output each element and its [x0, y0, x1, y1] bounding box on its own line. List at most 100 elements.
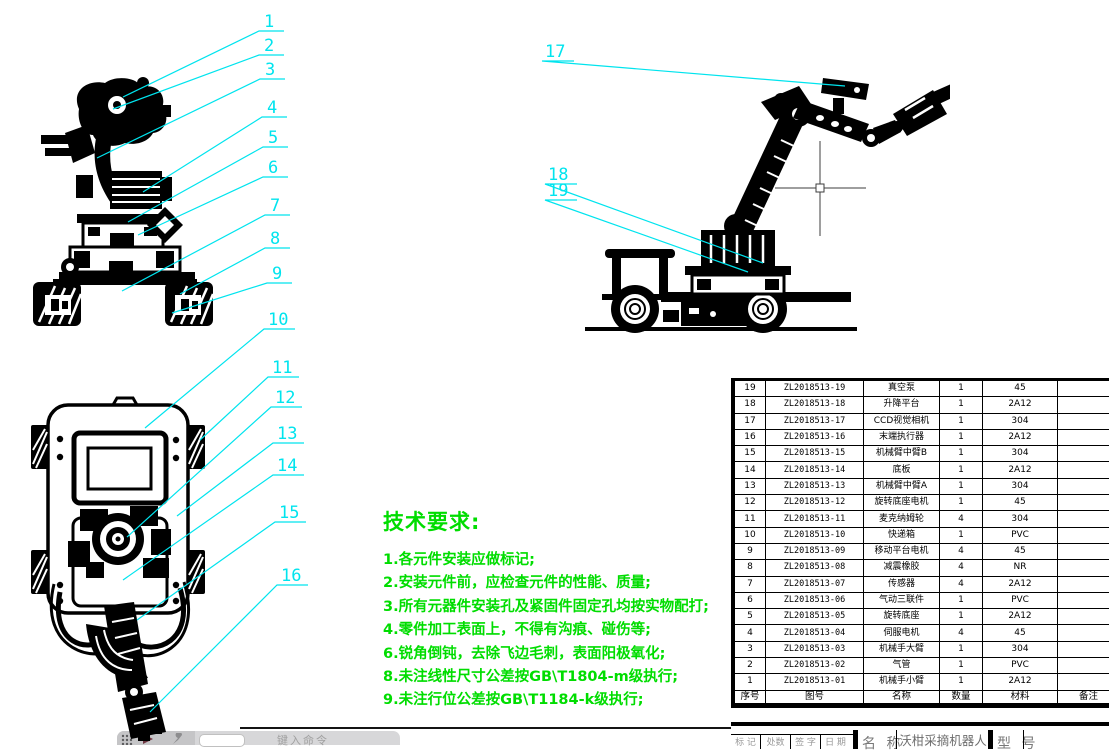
table-cell: 2A12 — [983, 397, 1058, 413]
table-cell — [1058, 658, 1109, 674]
table-cell: 2A12 — [983, 462, 1058, 478]
tech-requirements-title: 技术要求: — [383, 506, 728, 536]
callout-label: 1 — [264, 12, 274, 32]
table-cell: 1 — [940, 446, 983, 462]
header-cell: 图号 — [766, 690, 864, 705]
callout-label: 14 — [277, 456, 297, 476]
table-cell: 4 — [940, 625, 983, 641]
table-cell: ZL2018513-14 — [766, 462, 864, 478]
table-cell — [1058, 413, 1109, 429]
revision-label: 标 记 — [731, 735, 761, 749]
table-cell: ZL2018513-16 — [766, 429, 864, 445]
table-cell: 5 — [733, 609, 766, 625]
table-cell: 7 — [733, 576, 766, 592]
table-cell: 2A12 — [983, 609, 1058, 625]
callout-label: 12 — [275, 388, 295, 408]
header-cell: 名称 — [864, 690, 940, 705]
table-cell: 15 — [733, 446, 766, 462]
table-cell: ZL2018513-13 — [766, 478, 864, 494]
upper-arm — [793, 100, 869, 142]
table-cell: 1 — [733, 674, 766, 690]
callout-label: 8 — [270, 229, 280, 249]
callout-label: 6 — [268, 158, 278, 178]
table-cell: PVC — [983, 527, 1058, 543]
table-cell: 14 — [733, 462, 766, 478]
table-cell: 4 — [940, 560, 983, 576]
table-cell: 45 — [983, 625, 1058, 641]
table-cell: 9 — [733, 543, 766, 559]
table-cell: 304 — [983, 641, 1058, 657]
header-cell: 序号 — [733, 690, 766, 705]
table-cell — [1058, 543, 1109, 559]
table-cell — [1058, 674, 1109, 690]
tech-requirement-item: 1.各元件安装应做标记; — [383, 549, 728, 572]
table-cell — [1058, 478, 1109, 494]
callout-label: 13 — [277, 424, 297, 444]
callout-label: 16 — [281, 566, 301, 586]
table-cell: 4 — [733, 625, 766, 641]
table-cell: 旋转底座电机 — [864, 495, 940, 511]
header-cell: 数量 — [940, 690, 983, 705]
table-cell: 1 — [940, 462, 983, 478]
table-cell: 机械臂中臂A — [864, 478, 940, 494]
table-cell: CCD视觉相机 — [864, 413, 940, 429]
table-cell — [1058, 592, 1109, 608]
table-cell — [1058, 446, 1109, 462]
robot-extended-arm-view-drawing[interactable] — [585, 70, 950, 338]
table-cell: 机械手小臂 — [864, 674, 940, 690]
servo-motor-stack — [110, 171, 162, 209]
table-cell: ZL2018513-01 — [766, 674, 864, 690]
table-cell: 2 — [733, 658, 766, 674]
revision-label: 签 字 — [791, 735, 821, 749]
callout-label: 4 — [267, 98, 277, 118]
table-cell — [1058, 560, 1109, 576]
table-cell: 3 — [733, 641, 766, 657]
table-cell: 4 — [940, 511, 983, 527]
table-cell: 16 — [733, 429, 766, 445]
table-header-row: 序号图号名称数量材料备注 — [733, 690, 1109, 705]
callout-label: 7 — [270, 196, 280, 216]
table-cell: ZL2018513-09 — [766, 543, 864, 559]
robot-top-view-drawing[interactable] — [30, 392, 215, 742]
tech-requirement-item: 9.未注行位公差按GB\T1184-k级执行; — [383, 689, 728, 712]
table-cell: 旋转底座 — [864, 609, 940, 625]
callout-label: 11 — [272, 358, 292, 378]
table-cell: ZL2018513-11 — [766, 511, 864, 527]
table-cell: 4 — [940, 576, 983, 592]
table-cell: ZL2018513-02 — [766, 658, 864, 674]
tech-requirement-item: 4.零件加工表面上，不得有沟痕、碰伤等; — [383, 619, 728, 642]
ccd-camera — [821, 78, 869, 100]
callout-label: 15 — [279, 503, 299, 523]
table-cell: 机械手大臂 — [864, 641, 940, 657]
table-cell — [1058, 380, 1109, 397]
table-cell: 4 — [940, 543, 983, 559]
table-cell: ZL2018513-04 — [766, 625, 864, 641]
drawing-name: 沃柑采摘机器人 — [896, 730, 990, 749]
callout-label: 2 — [264, 36, 274, 56]
callout-label: 18 — [548, 165, 568, 185]
table-cell — [1058, 495, 1109, 511]
table-cell: 移动平台电机 — [864, 543, 940, 559]
table-cell: PVC — [983, 658, 1058, 674]
table-cell — [1058, 625, 1109, 641]
table-cell: 45 — [983, 543, 1058, 559]
table-cell: 45 — [983, 380, 1058, 397]
table-cell: 11 — [733, 511, 766, 527]
revision-label: 日 期 — [821, 735, 850, 749]
technical-requirements[interactable]: 技术要求: 1.各元件安装应做标记;2.安装元件前，应检查元件的性能、质量;3.… — [383, 506, 728, 713]
robot-side-view-drawing[interactable] — [25, 75, 225, 330]
table-cell: 真空泵 — [864, 380, 940, 397]
table-cell: 减震橡胶 — [864, 560, 940, 576]
command-placeholder: 键入命令 — [277, 732, 329, 748]
